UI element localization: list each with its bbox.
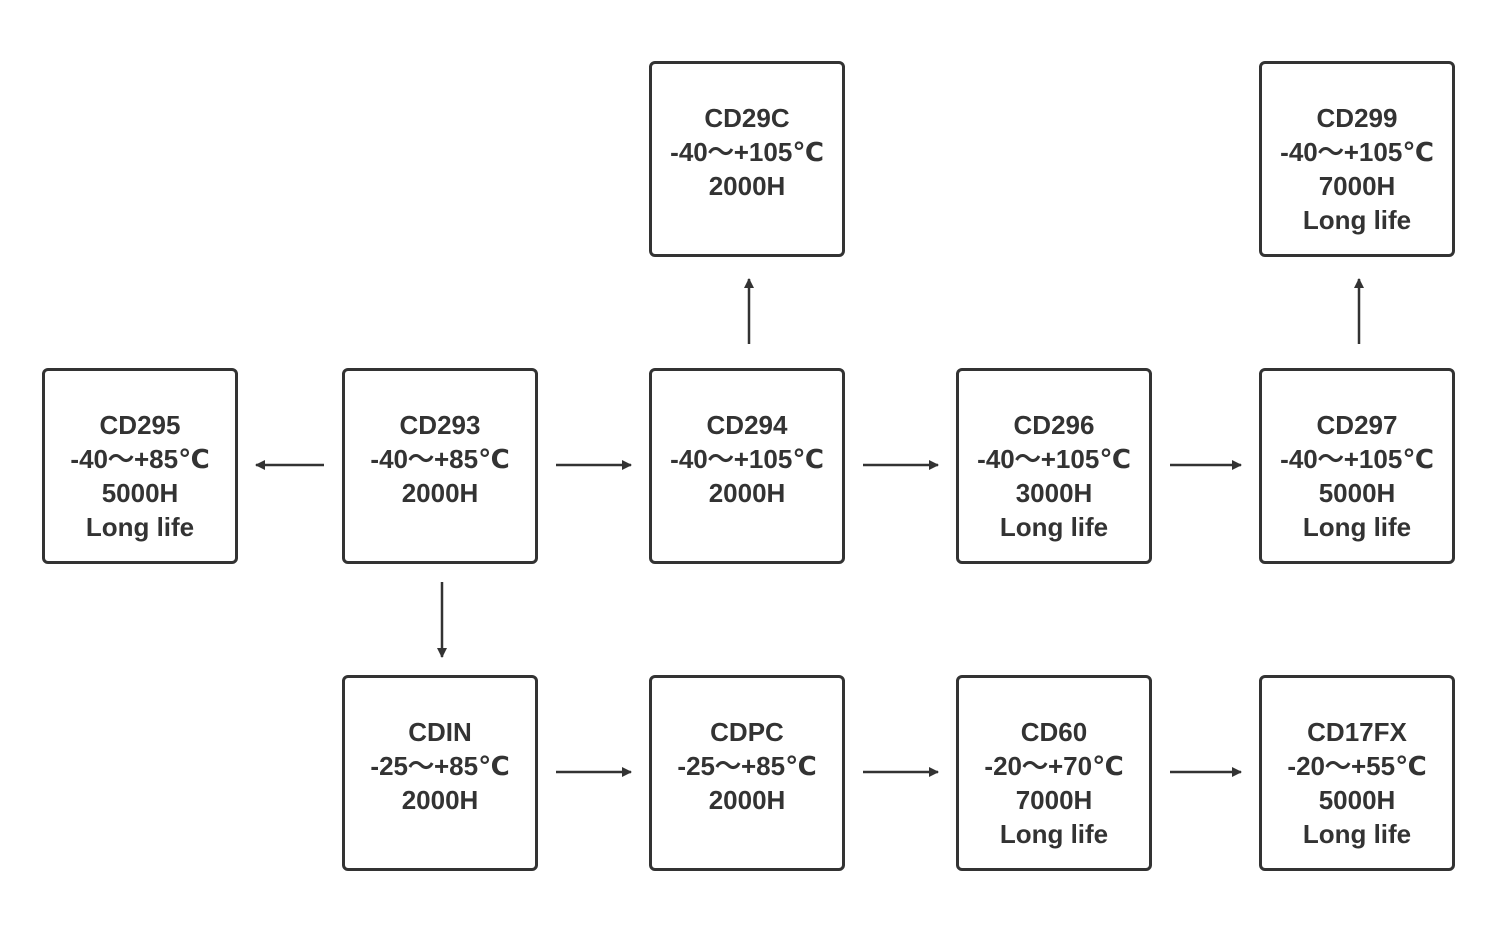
node-note: Long life: [999, 512, 1109, 542]
node-hours: 5000H: [1318, 478, 1396, 508]
node-temperature: -40～+105℃: [670, 444, 824, 474]
node-hours: 2000H: [401, 478, 479, 508]
node-temperature: -40～+105℃: [977, 444, 1131, 474]
node-model: CD17FX: [1307, 717, 1407, 747]
node-note: Long life: [1302, 512, 1412, 542]
node-model: CD293: [399, 410, 481, 440]
node-cd60: CD60 -20～+70℃ 7000H Long life: [956, 675, 1152, 871]
node-note: Long life: [1302, 819, 1412, 849]
node-cd295: CD295 -40～+85℃ 5000H Long life: [42, 368, 238, 564]
node-cd299: CD299 -40～+105℃ 7000H Long life: [1259, 61, 1455, 257]
node-model: CDIN: [408, 717, 472, 747]
node-model: CD29C: [704, 103, 790, 133]
node-cd17fx: CD17FX -20～+55℃ 5000H Long life: [1259, 675, 1455, 871]
node-temperature: -25～+85℃: [677, 751, 817, 781]
node-temperature: -20～+55℃: [1287, 751, 1427, 781]
node-cd294: CD294 -40～+105℃ 2000H: [649, 368, 845, 564]
node-hours: 2000H: [401, 785, 479, 815]
node-hours: 7000H: [1015, 785, 1093, 815]
node-note: Long life: [999, 819, 1109, 849]
node-hours: 2000H: [708, 171, 786, 201]
node-cd297: CD297 -40～+105℃ 5000H Long life: [1259, 368, 1455, 564]
node-temperature: -40～+85℃: [70, 444, 210, 474]
node-hours: 7000H: [1318, 171, 1396, 201]
node-model: CDPC: [710, 717, 784, 747]
node-model: CD299: [1316, 103, 1398, 133]
node-cdpc: CDPC -25～+85℃ 2000H: [649, 675, 845, 871]
node-temperature: -25～+85℃: [370, 751, 510, 781]
node-temperature: -40～+85℃: [370, 444, 510, 474]
node-note: Long life: [85, 512, 195, 542]
node-text: CD299 -40～+105℃ 7000H Long life: [1262, 101, 1452, 237]
node-temperature: -40～+105℃: [1280, 444, 1434, 474]
node-model: CD294: [706, 410, 788, 440]
node-note: Long life: [1302, 205, 1412, 235]
node-text: CDIN -25～+85℃ 2000H: [345, 715, 535, 817]
node-text: CD17FX -20～+55℃ 5000H Long life: [1262, 715, 1452, 851]
node-text: CDPC -25～+85℃ 2000H: [652, 715, 842, 817]
node-cd296: CD296 -40～+105℃ 3000H Long life: [956, 368, 1152, 564]
node-hours: 5000H: [101, 478, 179, 508]
node-hours: 5000H: [1318, 785, 1396, 815]
node-hours: 2000H: [708, 478, 786, 508]
node-text: CD297 -40～+105℃ 5000H Long life: [1262, 408, 1452, 544]
node-text: CD29C -40～+105℃ 2000H: [652, 101, 842, 203]
node-text: CD60 -20～+70℃ 7000H Long life: [959, 715, 1149, 851]
node-model: CD60: [1020, 717, 1088, 747]
node-hours: 3000H: [1015, 478, 1093, 508]
node-temperature: -40～+105℃: [1280, 137, 1434, 167]
node-model: CD296: [1013, 410, 1095, 440]
node-model: CD295: [99, 410, 181, 440]
node-cdin: CDIN -25～+85℃ 2000H: [342, 675, 538, 871]
node-temperature: -40～+105℃: [670, 137, 824, 167]
node-text: CD295 -40～+85℃ 5000H Long life: [45, 408, 235, 544]
node-temperature: -20～+70℃: [984, 751, 1124, 781]
node-text: CD293 -40～+85℃ 2000H: [345, 408, 535, 510]
node-cd29c: CD29C -40～+105℃ 2000H: [649, 61, 845, 257]
node-cd293: CD293 -40～+85℃ 2000H: [342, 368, 538, 564]
node-text: CD294 -40～+105℃ 2000H: [652, 408, 842, 510]
node-model: CD297: [1316, 410, 1398, 440]
node-hours: 2000H: [708, 785, 786, 815]
node-text: CD296 -40～+105℃ 3000H Long life: [959, 408, 1149, 544]
